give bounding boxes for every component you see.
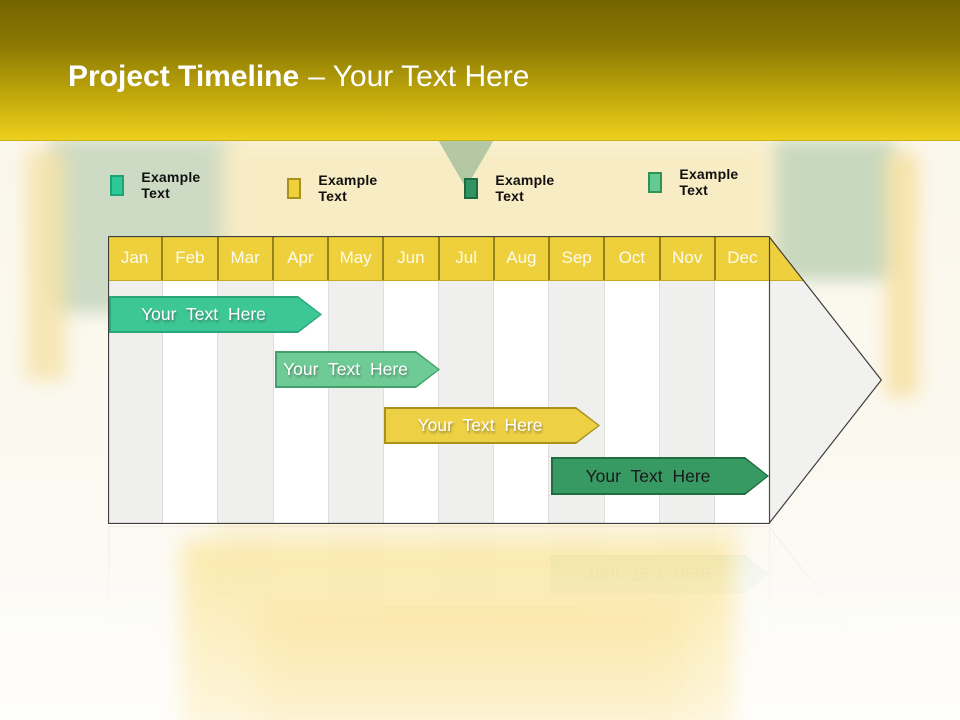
title-secondary-text: – Your Text Here bbox=[308, 60, 530, 93]
month-cell[interactable]: Jul bbox=[440, 236, 495, 280]
legend-item[interactable]: Example Text bbox=[110, 169, 205, 201]
timeline-bar[interactable]: Your Text Here bbox=[275, 351, 440, 388]
slide-title[interactable]: Project Timeline– Your Text Here bbox=[68, 60, 529, 94]
bottom-fade bbox=[0, 560, 960, 720]
timeline-bar-label: Your Text Here bbox=[283, 359, 408, 379]
shirt-torso-bottom bbox=[182, 540, 734, 720]
legend-item[interactable]: Example Text bbox=[287, 172, 382, 204]
month-cell[interactable]: May bbox=[329, 236, 385, 280]
month-header-row: Jan Feb Mar Apr May Jun Jul Aug Sep Oct … bbox=[108, 236, 769, 280]
timeline-bar[interactable]: Your Text Here bbox=[384, 407, 600, 444]
timeline-chart[interactable]: Jan Feb Mar Apr May Jun Jul Aug Sep Oct … bbox=[108, 236, 882, 524]
legend-color-swatch bbox=[464, 177, 479, 199]
month-cell[interactable]: Aug bbox=[495, 236, 550, 280]
shirt-torso-bottom-fold bbox=[255, 605, 685, 720]
month-cell[interactable]: Jan bbox=[108, 236, 164, 280]
grid-column bbox=[383, 281, 440, 524]
timeline-bar[interactable]: Your Text Here bbox=[109, 296, 322, 333]
month-cell[interactable]: Dec bbox=[727, 248, 758, 267]
shirt-right-edge bbox=[886, 152, 918, 397]
legend-color-swatch bbox=[287, 177, 302, 199]
grid-column bbox=[328, 281, 384, 524]
month-cell[interactable]: Oct bbox=[605, 236, 661, 280]
month-cell[interactable]: Nov bbox=[661, 236, 716, 280]
chart-reflection: Jan Feb Mar Apr May Jun Jul Aug Sep Oct … bbox=[108, 526, 882, 666]
grid-column bbox=[439, 281, 495, 524]
timeline-bar[interactable]: Your Text Here bbox=[551, 457, 769, 495]
title-primary-text: Project Timeline bbox=[68, 60, 300, 93]
month-cell[interactable]: Feb bbox=[163, 236, 219, 280]
month-cell[interactable]: Apr bbox=[274, 236, 329, 280]
month-cell[interactable]: Sep bbox=[550, 236, 606, 280]
legend-color-swatch bbox=[648, 171, 663, 193]
legend-label: Example Text bbox=[318, 172, 378, 204]
header-band: Project Timeline– Your Text Here bbox=[0, 0, 960, 140]
legend-label: Example Text bbox=[679, 166, 739, 198]
legend-item[interactable]: Example Text bbox=[648, 166, 743, 198]
month-cell[interactable]: Mar bbox=[219, 236, 274, 280]
timeline-bar-label: Your Text Here bbox=[585, 465, 711, 486]
legend-item[interactable]: Example Text bbox=[464, 172, 559, 204]
legend-label: Example Text bbox=[141, 169, 201, 201]
shirt-left-edge bbox=[26, 150, 66, 380]
grid-column bbox=[494, 281, 550, 524]
timeline-bar-label: Your Text Here bbox=[417, 415, 543, 435]
timeline-bar-label: Your Text Here bbox=[141, 304, 266, 324]
month-cell[interactable]: Jun bbox=[384, 236, 440, 280]
timeline-arrow-body: Jan Feb Mar Apr May Jun Jul Aug Sep Oct … bbox=[108, 236, 882, 524]
legend-color-swatch bbox=[110, 174, 125, 196]
legend-label: Example Text bbox=[495, 172, 555, 204]
